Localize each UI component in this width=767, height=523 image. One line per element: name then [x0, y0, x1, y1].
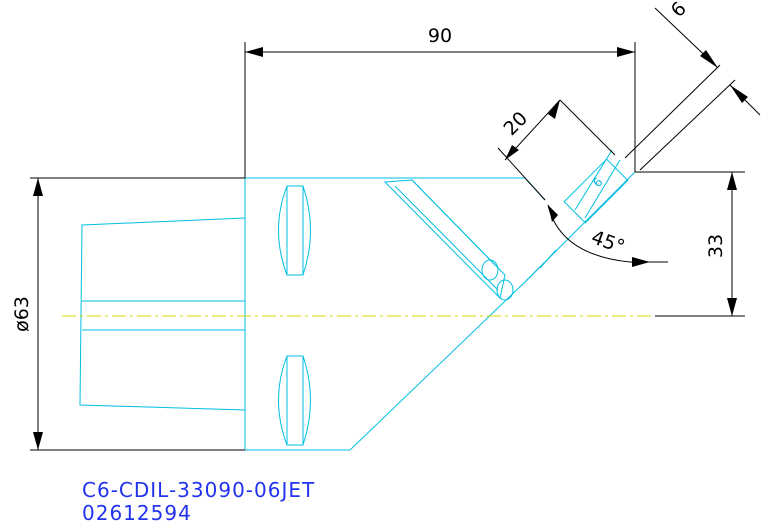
dimension-33: 33	[635, 171, 745, 317]
exit-port: 6	[524, 149, 629, 283]
dimension-6-label: 6	[667, 0, 691, 22]
dimension-angle: 45°	[547, 204, 668, 267]
housing-diagonal-edge	[349, 281, 526, 451]
dimension-90: 90	[244, 25, 636, 178]
lower-lens	[278, 355, 311, 446]
upper-lens	[278, 185, 311, 276]
part-outline: 6	[79, 149, 636, 451]
mount-body	[79, 217, 246, 411]
serial-number: 02612594	[82, 501, 192, 523]
dimension-angle-label: 45°	[588, 226, 627, 258]
part-number: C6-CDIL-33090-06JET	[82, 478, 315, 502]
dimension-90-label: 90	[428, 25, 452, 47]
dimension-6: 6	[624, 0, 761, 171]
dimension-diameter-label: ø63	[11, 296, 33, 332]
mirror	[383, 179, 514, 301]
dimension-diameter: ø63	[11, 177, 245, 451]
dimension-33-label: 33	[705, 234, 727, 258]
